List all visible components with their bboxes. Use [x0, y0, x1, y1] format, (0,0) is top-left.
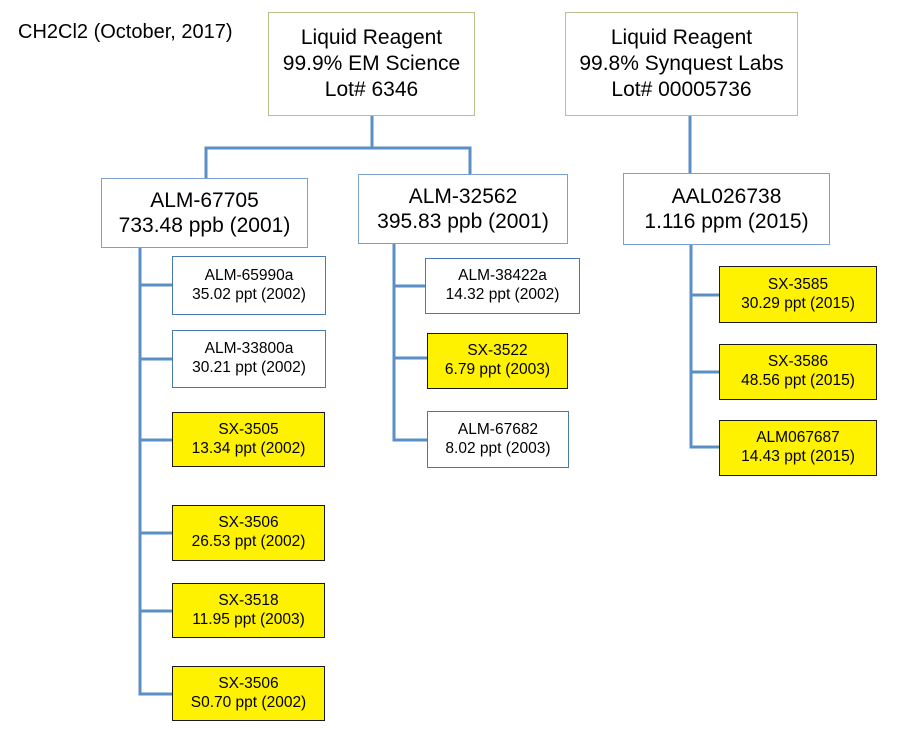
cylinder-value: 1.116 ppm (2015) [644, 210, 809, 233]
cylinder-id: ALM-67705 [150, 188, 259, 212]
sample-box-highlighted: SX-3518 11.95 ppt (2003) [172, 583, 325, 638]
sample-id: SX-3586 [767, 353, 829, 371]
sample-value: 13.34 ppt (2002) [191, 439, 306, 457]
sample-box-highlighted: SX-3522 6.79 ppt (2003) [427, 333, 568, 389]
sample-value: 14.32 ppt (2002) [445, 286, 560, 303]
sample-box-highlighted: SX-3506 S0.70 ppt (2002) [172, 666, 325, 721]
sample-box: ALM-33800a 30.21 ppt (2002) [172, 330, 326, 388]
sample-value: 35.02 ppt (2002) [192, 285, 306, 303]
reagent-label: Liquid Reagent [610, 25, 753, 49]
reagent-box-em-science: Liquid Reagent 99.9% EM Science Lot# 634… [268, 12, 475, 116]
cylinder-value: 395.83 ppb (2001) [377, 210, 549, 233]
sample-value: 26.53 ppt (2002) [191, 533, 306, 550]
reagent-box-synquest: Liquid Reagent 99.8% Synquest Labs Lot# … [565, 12, 798, 116]
sample-value: 11.95 ppt (2003) [192, 610, 305, 628]
reagent-label: Liquid Reagent [300, 25, 443, 49]
sample-box-highlighted: SX-3586 48.56 ppt (2015) [719, 344, 877, 400]
sample-value: 30.21 ppt (2002) [192, 359, 306, 376]
sample-id: ALM-38422a [458, 267, 547, 285]
sample-box-highlighted: SX-3505 13.34 ppt (2002) [172, 412, 325, 467]
sample-box: ALM-65990a 35.02 ppt (2002) [172, 256, 326, 315]
cylinder-id: AAL026738 [671, 184, 782, 208]
sample-id: ALM-67682 [457, 420, 539, 438]
sample-value: 8.02 ppt (2003) [445, 439, 551, 457]
cylinder-box-alm-67705: ALM-67705 733.48 ppb (2001) [101, 178, 308, 248]
reagent-lot: Lot# 6346 [324, 78, 419, 102]
sample-id: SX-3518 [218, 591, 279, 609]
sample-value: 6.79 ppt (2003) [444, 361, 551, 378]
cylinder-value: 733.48 ppb (2001) [118, 214, 291, 237]
reagent-lot: Lot# 00005736 [611, 78, 752, 102]
sample-box-highlighted: SX-3585 30.29 ppt (2015) [719, 266, 877, 323]
sample-id: SX-3506 [218, 514, 279, 532]
sample-id: ALM-65990a [204, 266, 294, 284]
reagent-purity: 99.8% Synquest Labs [579, 51, 784, 75]
sample-value: 30.29 ppt (2015) [741, 294, 855, 312]
sample-value: S0.70 ppt (2002) [190, 693, 307, 711]
sample-id: ALM067687 [756, 429, 840, 447]
sample-box: ALM-38422a 14.32 ppt (2002) [425, 258, 580, 314]
cylinder-box-alm-32562: ALM-32562 395.83 ppb (2001) [358, 174, 568, 244]
sample-id: SX-3522 [467, 342, 528, 360]
sample-box: ALM-67682 8.02 ppt (2003) [427, 411, 569, 468]
sample-value: 14.43 ppt (2015) [741, 448, 855, 465]
reagent-purity: 99.9% EM Science [282, 51, 461, 75]
sample-id: SX-3505 [218, 420, 279, 438]
sample-id: SX-3585 [767, 275, 829, 293]
cylinder-box-aal026738: AAL026738 1.116 ppm (2015) [623, 173, 830, 245]
sample-value: 48.56 ppt (2015) [741, 372, 855, 389]
sample-box-highlighted: SX-3506 26.53 ppt (2002) [172, 505, 325, 561]
sample-box-highlighted: ALM067687 14.43 ppt (2015) [719, 420, 877, 476]
diagram-title: CH2Cl2 (October, 2017) [18, 21, 233, 43]
sample-id: SX-3506 [218, 674, 279, 692]
sample-id: ALM-33800a [204, 340, 294, 358]
cylinder-id: ALM-32562 [408, 184, 518, 208]
